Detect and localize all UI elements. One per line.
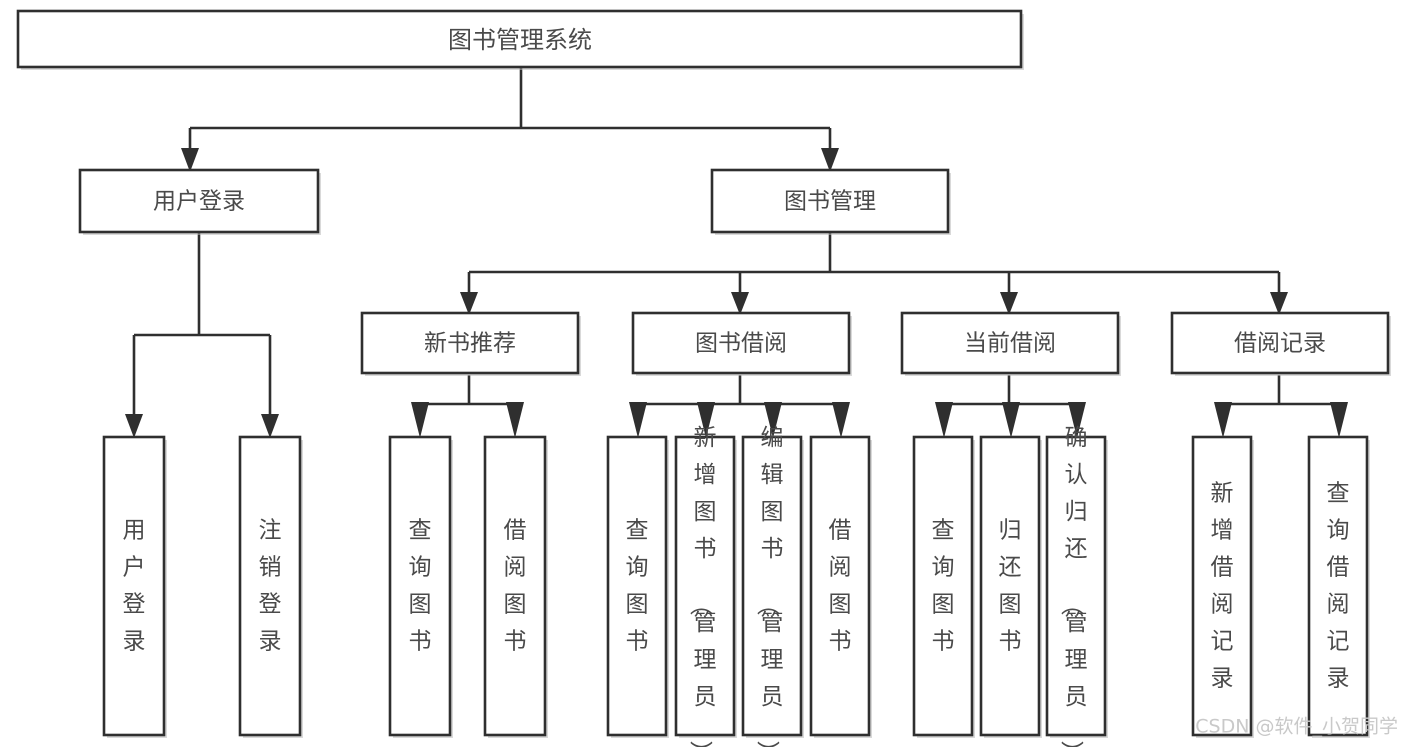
node-leaf-borrow-record-1[interactable]: 查询借阅记录 — [1307, 435, 1370, 738]
leaf-label: 编辑图书（管理员） — [755, 425, 784, 747]
node-leaf-current-borrow-1[interactable]: 归还图书 — [979, 435, 1042, 738]
arrowhead-borrow-leaf-1 — [697, 402, 715, 438]
node-leaf-current-borrow-2[interactable]: 确认归还（管理员） — [1045, 425, 1108, 747]
leaf-label: 查询图书 — [626, 517, 649, 654]
leaf-label: 归还图书 — [999, 517, 1022, 654]
leaf-label: 新增借阅记录 — [1211, 480, 1234, 691]
leaf-label: 确认归还（管理员） — [1059, 425, 1088, 747]
arrowhead-record-leaf-0 — [1214, 402, 1232, 438]
book-borrow-box[interactable] — [631, 311, 851, 375]
leaf-label: 注销登录 — [259, 517, 282, 654]
leaf-box[interactable] — [388, 435, 452, 737]
node-user-login[interactable]: 用户登录 — [78, 168, 321, 235]
root-label: 图书管理系统 — [448, 26, 592, 54]
book-management-label: 图书管理 — [784, 189, 876, 215]
leaf-box[interactable] — [809, 435, 871, 737]
node-leaf-book-borrow-3[interactable]: 借阅图书 — [809, 435, 872, 738]
node-leaf-book-borrow-1[interactable]: 新增图书（管理员） — [674, 425, 737, 747]
arrowhead-group-1 — [731, 292, 749, 315]
leaf-box[interactable] — [483, 435, 547, 737]
node-new-book-recommend[interactable]: 新书推荐 — [360, 311, 581, 376]
node-leaf-book-borrow-2[interactable]: 编辑图书（管理员） — [741, 425, 804, 747]
node-leaf-book-borrow-0[interactable]: 查询图书 — [606, 435, 669, 738]
arrowhead-userlogin-leaf-0 — [125, 414, 143, 438]
leaf-box[interactable] — [1191, 435, 1253, 737]
leaf-box[interactable] — [912, 435, 974, 737]
leaf-box[interactable] — [238, 435, 302, 737]
arrowhead-newbook-leaf-1 — [506, 402, 524, 438]
leaf-box[interactable] — [741, 435, 803, 737]
node-leaf-new-book-0[interactable]: 查询图书 — [388, 435, 453, 738]
arrowhead-current-leaf-2 — [1068, 402, 1086, 438]
leaf-label: 借阅图书 — [504, 517, 527, 654]
node-book-borrow[interactable]: 图书借阅 — [631, 311, 852, 376]
leaf-label: 查询图书 — [932, 517, 955, 654]
arrowhead-to-user-login — [181, 148, 199, 172]
node-leaf-user-login-1[interactable]: 注销登录 — [238, 435, 303, 738]
new-book-recommend-label: 新书推荐 — [424, 331, 516, 357]
leaf-box[interactable] — [102, 435, 166, 737]
leaf-label: 查询图书 — [409, 517, 432, 654]
arrowhead-current-leaf-1 — [1002, 402, 1020, 438]
node-current-borrow[interactable]: 当前借阅 — [900, 311, 1121, 376]
leaf-box[interactable] — [979, 435, 1041, 737]
borrow-record-box[interactable] — [1170, 311, 1390, 375]
current-borrow-label: 当前借阅 — [964, 331, 1056, 357]
node-leaf-current-borrow-0[interactable]: 查询图书 — [912, 435, 975, 738]
user-login-label: 用户登录 — [153, 189, 245, 215]
leaf-label: 查询借阅记录 — [1327, 480, 1350, 691]
leaf-box[interactable] — [1045, 435, 1107, 737]
leaf-box[interactable] — [674, 435, 736, 737]
csdn-watermark: CSDN @软件_小贺同学 — [1195, 716, 1398, 738]
arrowhead-to-book-mgmt — [821, 148, 839, 172]
arrowhead-userlogin-leaf-1 — [261, 414, 279, 438]
node-leaf-user-login-0[interactable]: 用户登录 — [102, 435, 167, 738]
arrowhead-group-3 — [1270, 292, 1288, 315]
leaf-box[interactable] — [606, 435, 668, 737]
arrowhead-borrow-leaf-3 — [832, 402, 850, 438]
node-borrow-record[interactable]: 借阅记录 — [1170, 311, 1391, 376]
leaf-label: 借阅图书 — [829, 517, 852, 654]
new-book-recommend-box[interactable] — [360, 311, 580, 375]
user-login-box[interactable] — [78, 168, 320, 234]
node-root-book-management-system[interactable]: 图书管理系统 — [16, 9, 1024, 70]
arrowhead-group-2 — [1000, 292, 1018, 315]
arrowhead-record-leaf-1 — [1330, 402, 1348, 438]
arrowhead-newbook-leaf-0 — [411, 402, 429, 438]
arrowhead-group-0 — [460, 292, 478, 315]
leaf-label: 新增图书（管理员） — [688, 425, 717, 747]
current-borrow-box[interactable] — [900, 311, 1120, 375]
book-management-box[interactable] — [710, 168, 950, 234]
arrowhead-borrow-leaf-0 — [629, 402, 647, 438]
leaf-box[interactable] — [1307, 435, 1369, 737]
borrow-record-label: 借阅记录 — [1234, 331, 1326, 357]
arrowhead-layer — [125, 148, 1348, 438]
arrowhead-borrow-leaf-2 — [764, 402, 782, 438]
arrowhead-current-leaf-0 — [935, 402, 953, 438]
leaf-label: 用户登录 — [123, 517, 146, 654]
root-box[interactable] — [16, 9, 1023, 69]
node-leaf-borrow-record-0[interactable]: 新增借阅记录 — [1191, 435, 1254, 738]
book-borrow-label: 图书借阅 — [695, 331, 787, 357]
node-book-management[interactable]: 图书管理 — [710, 168, 951, 235]
node-leaf-new-book-1[interactable]: 借阅图书 — [483, 435, 548, 738]
